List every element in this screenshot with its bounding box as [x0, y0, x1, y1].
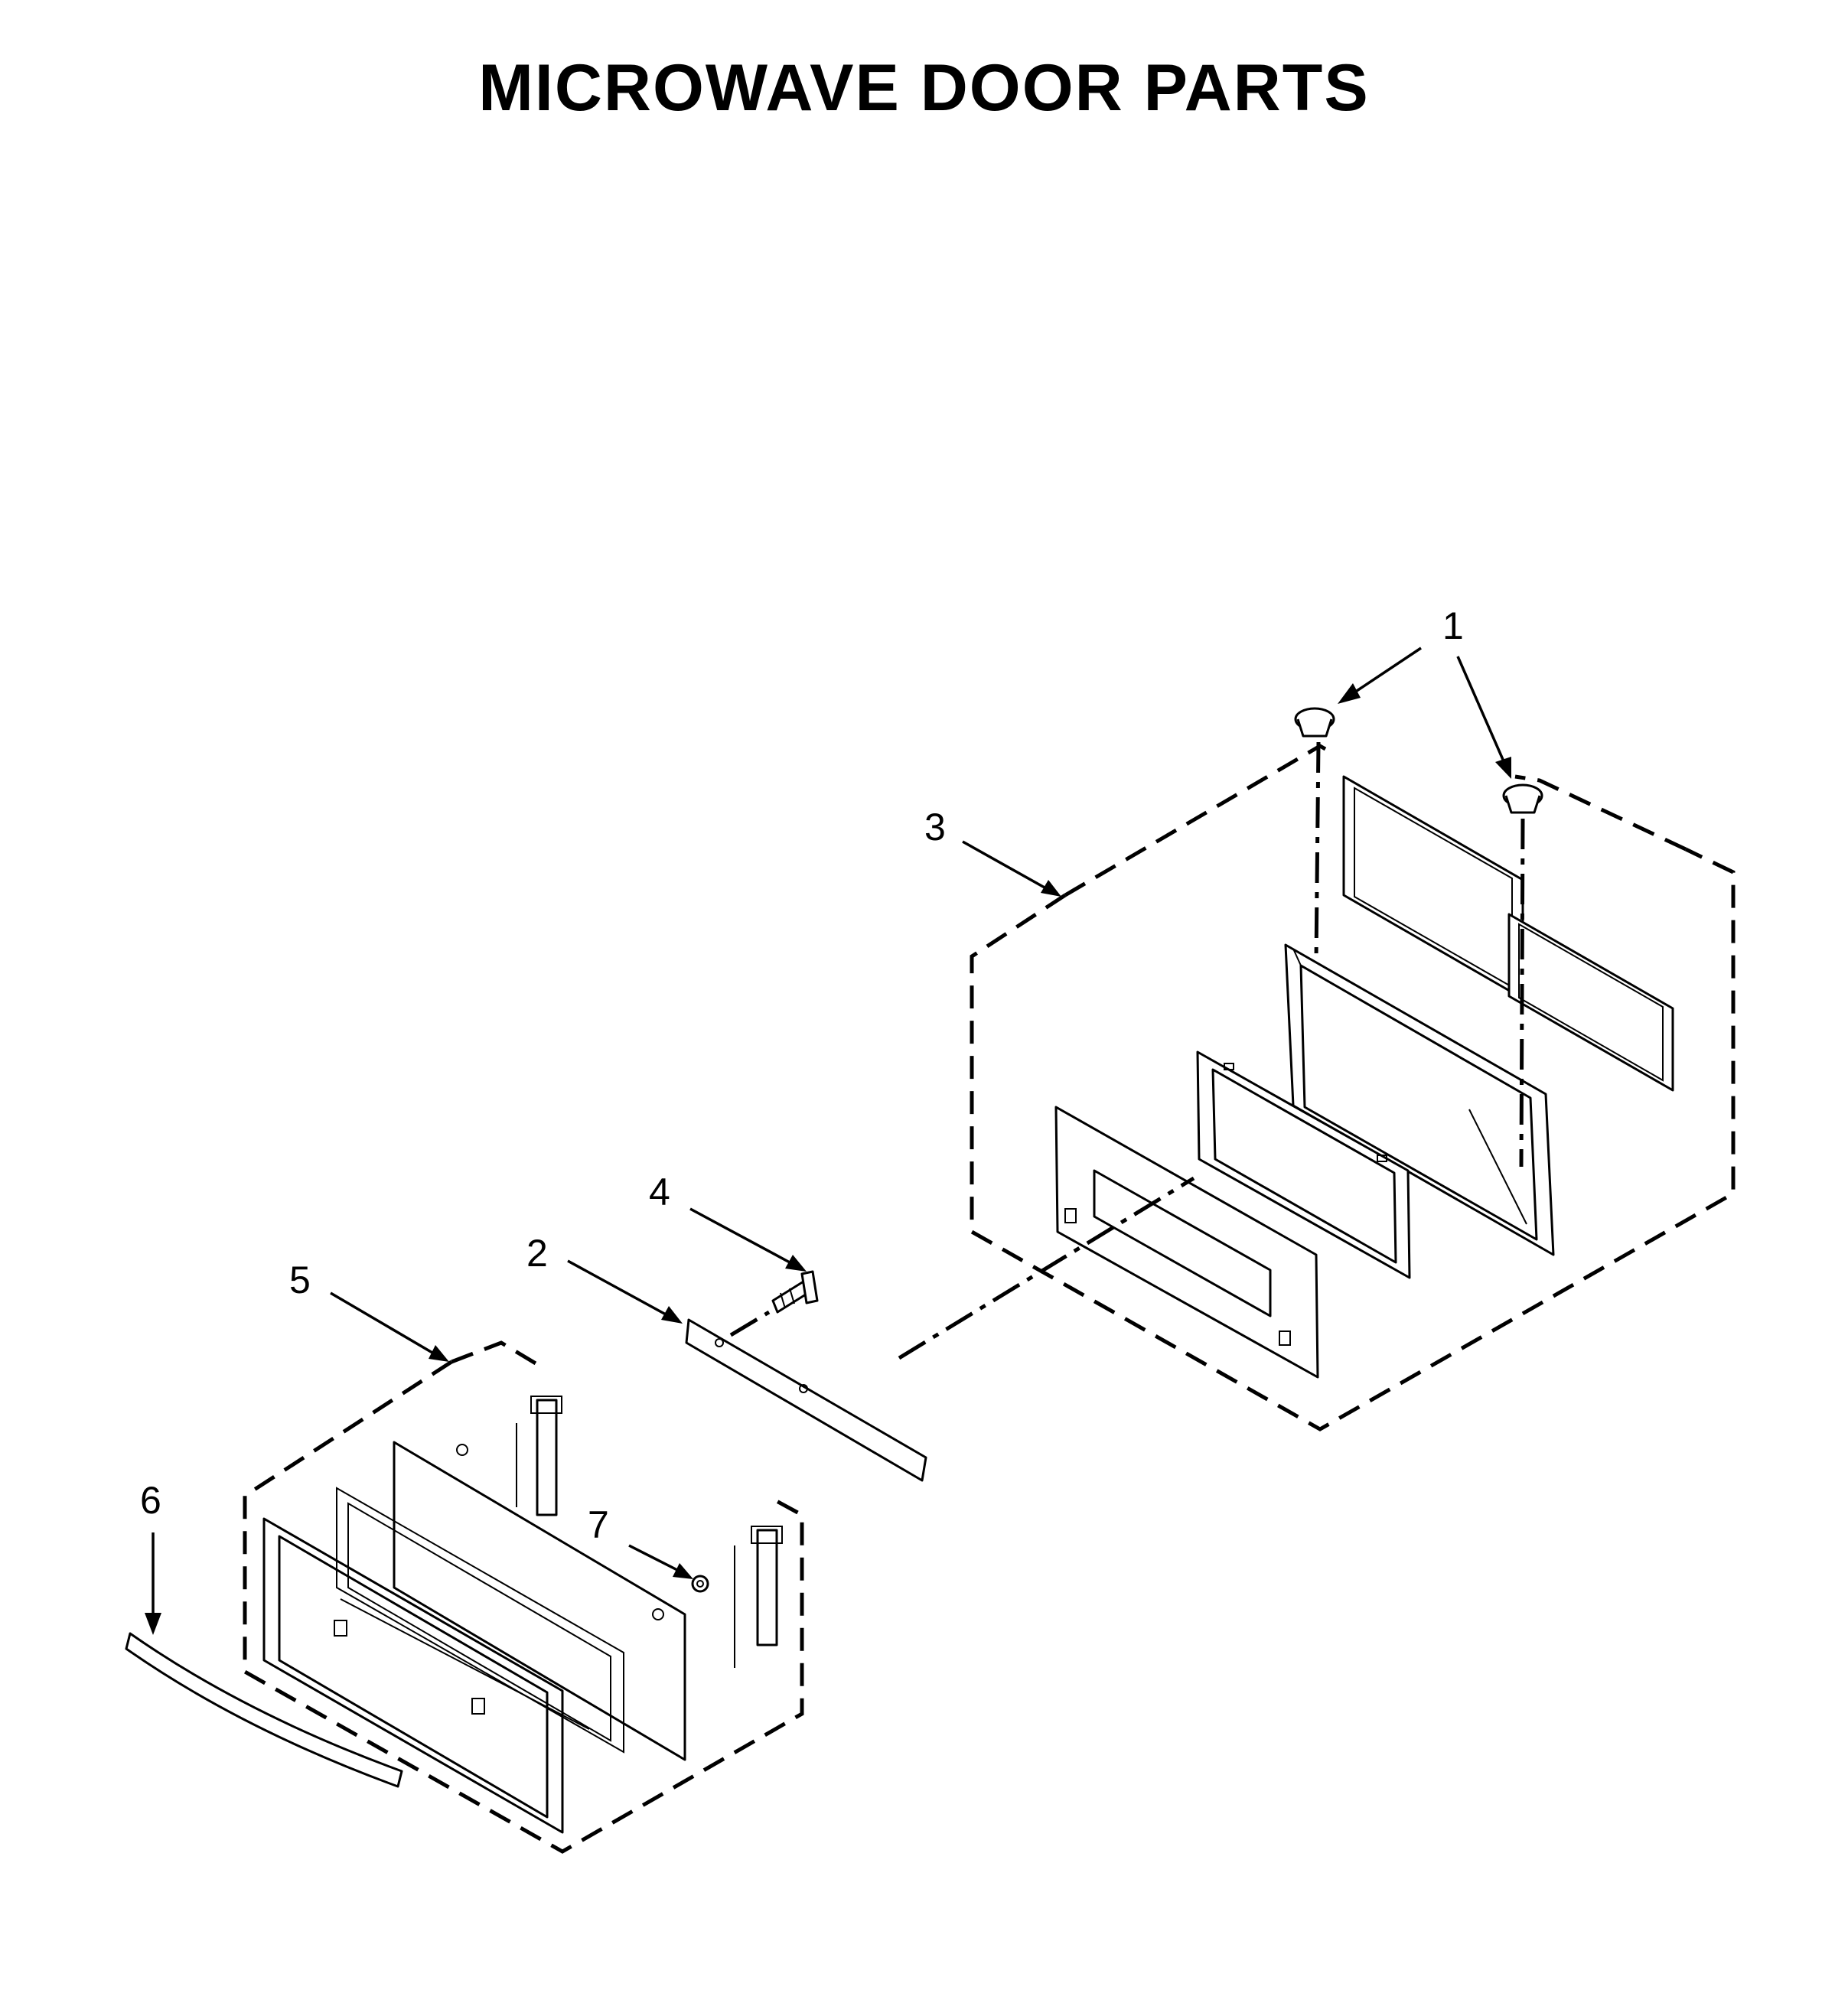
screw[interactable]	[771, 1270, 819, 1314]
callout-2: 2	[526, 1232, 683, 1324]
cap-left[interactable]	[1294, 707, 1335, 738]
door-inner-frame[interactable]	[1196, 1050, 1411, 1279]
callout-7: 7	[588, 1503, 693, 1579]
outer-door-frame[interactable]	[262, 1517, 590, 1834]
assembly-5-outline	[243, 1340, 804, 1854]
callout-label-7: 7	[588, 1503, 609, 1546]
callout-label-2: 2	[526, 1232, 548, 1275]
callout-3: 3	[924, 806, 1061, 897]
cap-right[interactable]	[1502, 783, 1543, 814]
callout-1: 1	[1338, 604, 1511, 779]
callout-label-3: 3	[924, 806, 946, 848]
callout-5: 5	[289, 1259, 449, 1362]
door-window-glass-lower[interactable]	[1507, 913, 1674, 1092]
callout-6: 6	[140, 1479, 161, 1635]
callout-4: 4	[649, 1171, 807, 1272]
hinge-bracket-right[interactable]	[734, 1526, 783, 1668]
hinge-plate[interactable]	[685, 1318, 927, 1482]
assembly-alignment-line	[898, 1176, 1195, 1360]
hinge-bracket-left[interactable]	[516, 1396, 562, 1516]
screw-alignment-line	[729, 1310, 771, 1337]
door-handle-trim[interactable]	[125, 1632, 403, 1788]
door-choke-frame[interactable]	[1284, 943, 1555, 1256]
callout-label-6: 6	[140, 1479, 161, 1522]
nut[interactable]	[691, 1575, 709, 1593]
page-title: MICROWAVE DOOR PARTS	[478, 51, 1370, 125]
inner-wire-frame[interactable]	[336, 1487, 624, 1754]
door-glass-panel[interactable]	[393, 1441, 686, 1761]
door-outer-panel[interactable]	[1054, 1106, 1319, 1379]
callout-label-5: 5	[289, 1259, 311, 1301]
cap-alignment-lines	[1314, 741, 1525, 1168]
door-window-glass[interactable]	[1342, 775, 1524, 1000]
callout-label-4: 4	[649, 1171, 670, 1213]
callout-label-1: 1	[1442, 604, 1464, 647]
